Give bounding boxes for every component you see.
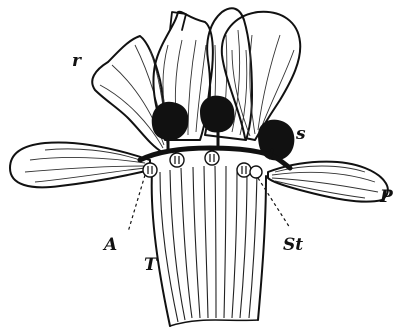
left-petal — [10, 142, 150, 187]
label-St: St — [283, 235, 303, 255]
label-s: s — [295, 124, 306, 144]
label-r: r — [72, 51, 82, 71]
anther-marks — [148, 154, 246, 174]
label-T: T — [144, 255, 158, 275]
label-P: P — [379, 187, 394, 207]
label-A: A — [102, 235, 117, 255]
corolla-tube — [152, 166, 266, 326]
